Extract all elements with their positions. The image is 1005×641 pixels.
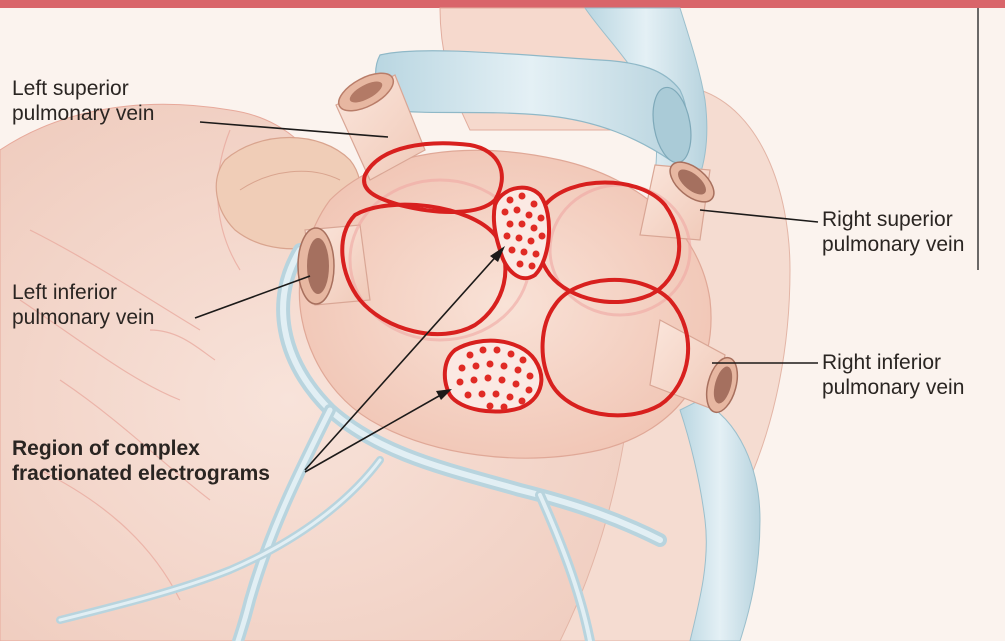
label-cfe-region: Region of complex fractionated electrogr… xyxy=(12,436,270,486)
label-right-superior-pulmonary-vein: Right superior pulmonary vein xyxy=(822,207,964,257)
label-line: pulmonary vein xyxy=(12,101,154,126)
label-line: pulmonary vein xyxy=(12,305,154,330)
label-line: Left inferior xyxy=(12,280,154,305)
label-line: Right superior xyxy=(822,207,964,232)
cfe-region-lower xyxy=(445,341,542,412)
label-line: pulmonary vein xyxy=(822,375,964,400)
label-left-superior-pulmonary-vein: Left superior pulmonary vein xyxy=(12,76,154,126)
top-bar xyxy=(0,0,1005,8)
label-left-inferior-pulmonary-vein: Left inferior pulmonary vein xyxy=(12,280,154,330)
label-line: Region of complex xyxy=(12,436,270,461)
label-line: Left superior xyxy=(12,76,154,101)
label-line: fractionated electrograms xyxy=(12,461,270,486)
label-line: pulmonary vein xyxy=(822,232,964,257)
label-right-inferior-pulmonary-vein: Right inferior pulmonary vein xyxy=(822,350,964,400)
label-line: Right inferior xyxy=(822,350,964,375)
